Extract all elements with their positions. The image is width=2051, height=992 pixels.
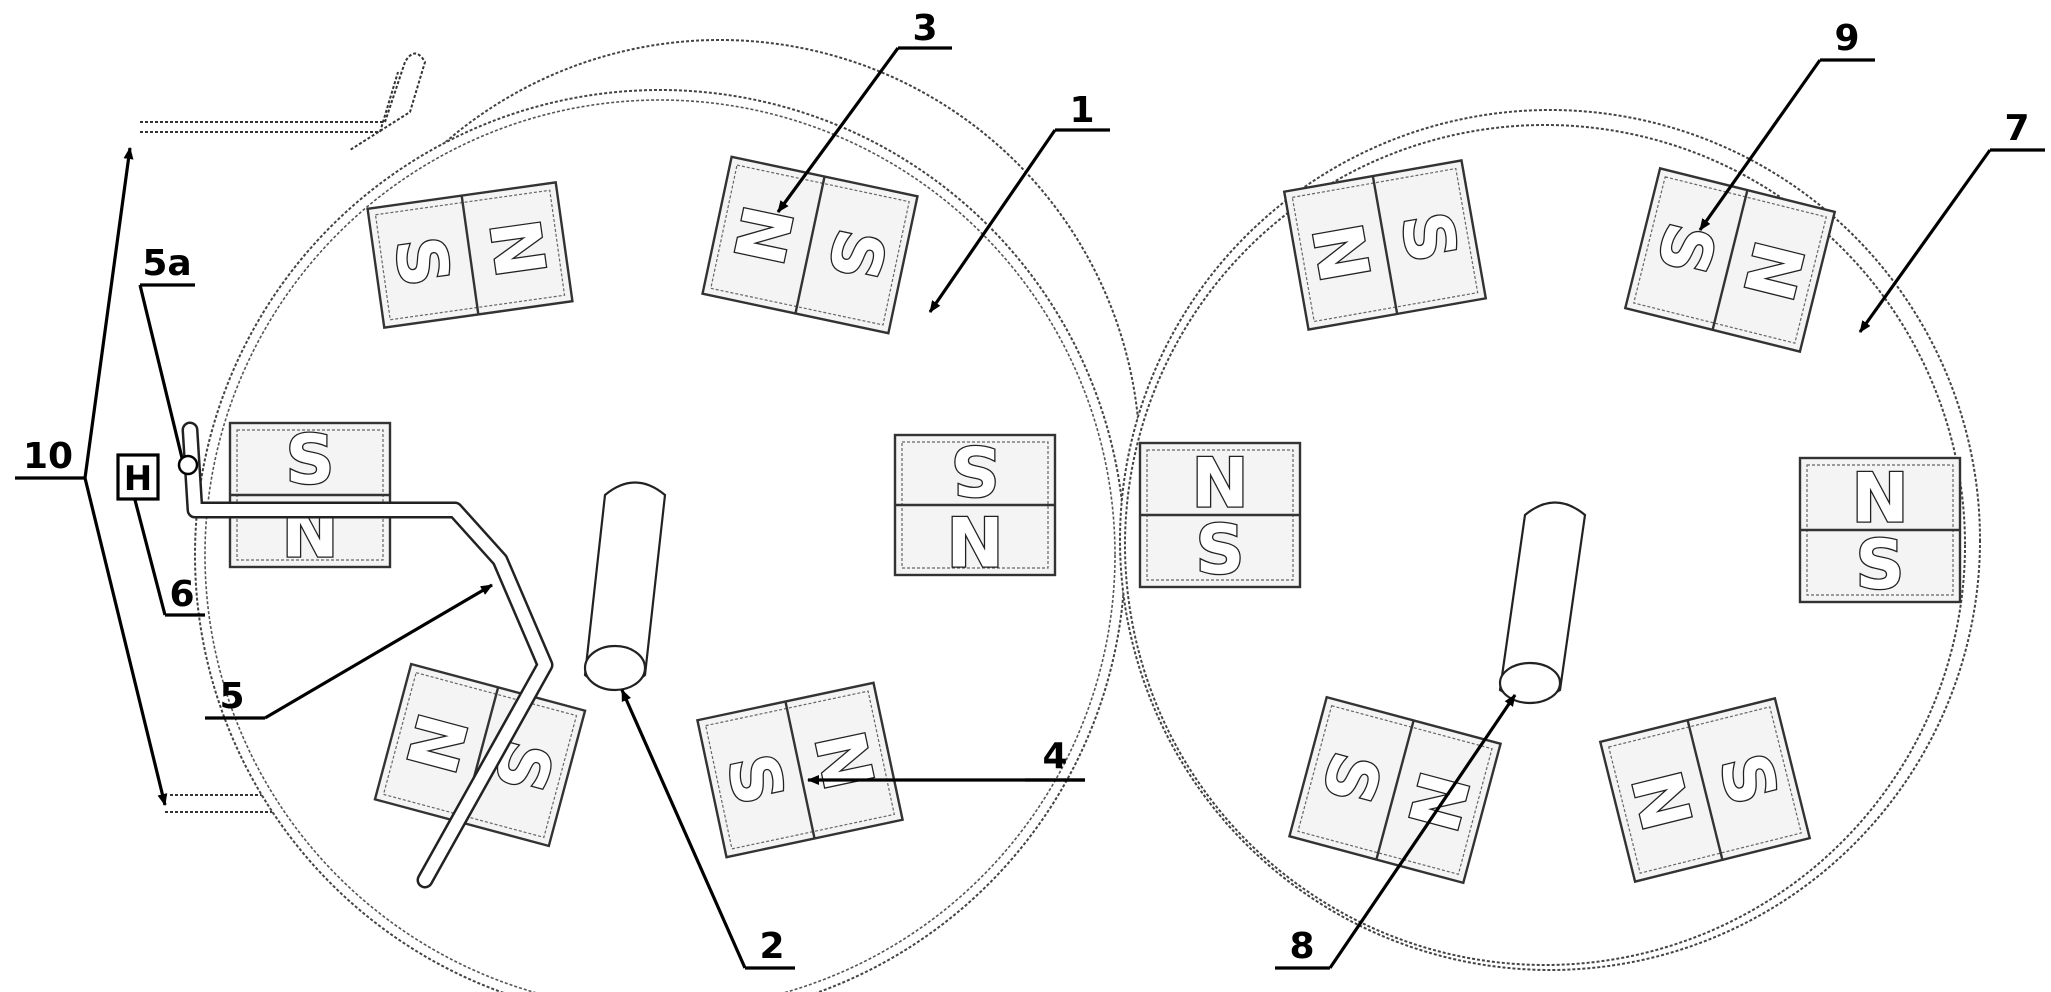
label-2: 2 [759,926,784,967]
pole-south: S [1196,511,1245,590]
magnet-7-right: N S [1798,454,1962,606]
label-9: 9 [1834,18,1859,59]
callout-6: 6 [133,499,205,617]
callout-4: 4 [807,736,1085,785]
hall-sensor-6: H [116,453,160,501]
bracket-top [140,52,427,151]
pole-south: S [286,421,335,500]
callout-8: 8 [1275,694,1517,970]
bracket-top-inner [140,71,399,133]
pole-south: S [951,430,1000,509]
lever-arm-5 [181,421,554,889]
magnet-right: S N [893,429,1057,580]
hall-sensor-letter: H [124,459,152,499]
pole-north: N [473,215,559,282]
magnet-7-left: N S [1138,439,1302,591]
callout-5: 5 [205,583,493,720]
magnet-7-bottom-right: N S [1598,696,1812,884]
label-8: 8 [1289,926,1314,967]
pole-north: N [947,500,1004,579]
magnet-7-top-left: N S [1282,159,1488,331]
callout-7: 7 [1858,108,2045,333]
callout-10: 10 [15,147,168,806]
label-1: 1 [1069,90,1094,131]
magnet-top-left: S N [366,181,574,329]
label-5: 5 [219,676,244,717]
pole-north: N [1852,455,1909,534]
sensor-mount-5a [177,454,199,476]
shaft-8 [1498,501,1587,705]
magnet-left: S N [228,420,392,570]
label-5a: 5a [142,243,191,284]
label-4: 4 [1042,736,1067,777]
magnet-3: N S [701,155,919,335]
callout-1: 1 [928,90,1110,313]
label-6: 6 [169,574,194,615]
rotor-disc-1-rim [204,99,1116,992]
callout-5a: 5a [138,243,195,459]
label-7: 7 [2004,108,2029,149]
label-10: 10 [23,436,73,477]
label-3: 3 [912,8,937,49]
callout-9: 9 [1698,18,1875,231]
pole-south: S [1856,526,1905,605]
magnet-9: S N [1623,166,1837,354]
magnet-7-bottom-left: S N [1287,695,1503,885]
pole-north: N [1192,440,1249,519]
shaft-2 [583,481,667,692]
callout-2: 2 [620,689,795,970]
pole-north: N [1295,218,1383,288]
callout-3: 3 [776,8,952,213]
